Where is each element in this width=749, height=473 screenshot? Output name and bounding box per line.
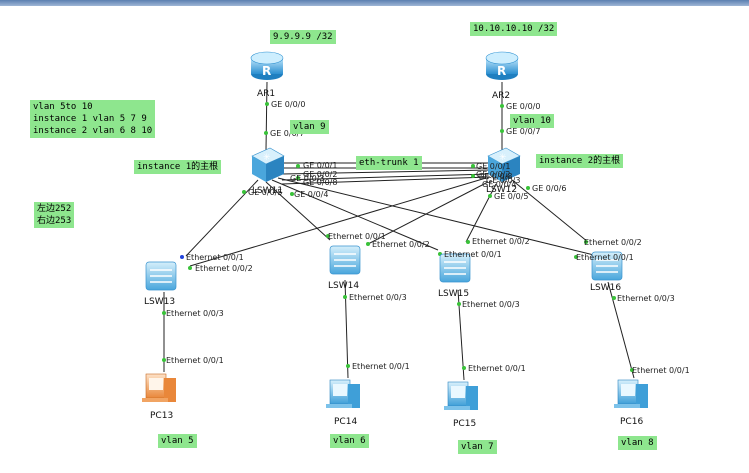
- router-ar1[interactable]: R: [250, 51, 284, 80]
- port-label: Ethernet 0/0/2: [472, 237, 530, 246]
- switch-icon: ✳: [263, 153, 271, 163]
- pc-pc16[interactable]: [614, 379, 648, 408]
- port-label: GE 0/0/7: [270, 129, 304, 138]
- port-label: GE 0/0/5: [248, 188, 282, 197]
- port-labels: GE 0/0/0 GE 0/0/7 GE 0/0/0 GE 0/0/7 GE 0…: [166, 100, 690, 375]
- port-label: GE 0/0/6: [532, 184, 566, 193]
- port-label: GE 0/0/3: [290, 174, 324, 183]
- port-label: Ethernet 0/0/1: [632, 366, 690, 375]
- port-label: GE 0/0/5: [494, 192, 528, 201]
- device-label-pc15: PC15: [453, 419, 476, 429]
- device-label-ar2: AR2: [492, 91, 510, 101]
- device-label-ar1: AR1: [257, 89, 275, 99]
- window-top-bar: [0, 0, 749, 6]
- port-label: Ethernet 0/0/1: [468, 364, 526, 373]
- port-label: Ethernet 0/0/1: [576, 253, 634, 262]
- port-label: Ethernet 0/0/2: [372, 240, 430, 249]
- note-left-right: 左边252 右边253: [34, 202, 75, 228]
- note-ip-ar1: 9.9.9.9 /32: [270, 30, 336, 44]
- note-vlan5: vlan 5: [158, 434, 197, 448]
- link-lsw12-lsw14: [367, 181, 489, 245]
- port-label: GE 0/0/4: [294, 190, 328, 199]
- link-lsw11-lsw15: [271, 179, 439, 251]
- pc-pc13[interactable]: [142, 373, 176, 402]
- router-ar2[interactable]: R: [485, 51, 519, 80]
- port-label: GE 0/0/1: [476, 162, 510, 171]
- switch-lsw13[interactable]: [145, 261, 177, 291]
- port-label: GE 0/0/7: [506, 127, 540, 136]
- note-vlan7: vlan 7: [458, 440, 497, 454]
- note-vlan10: vlan 10: [510, 114, 554, 128]
- port-label: GE 0/0/0: [271, 100, 305, 109]
- port-label: Ethernet 0/0/1: [186, 253, 244, 262]
- pc-pc14[interactable]: [326, 379, 360, 408]
- pc-pc15[interactable]: [444, 381, 478, 410]
- port-label: Ethernet 0/0/3: [166, 309, 224, 318]
- port-label: Ethernet 0/0/3: [349, 293, 407, 302]
- port-label: Ethernet 0/0/3: [462, 300, 520, 309]
- links: [163, 81, 635, 381]
- device-label-lsw11: LSW11: [252, 186, 283, 196]
- switch-lsw11[interactable]: ✳: [251, 147, 285, 182]
- port-dots: [162, 102, 634, 372]
- port-label: GE 0/0/2: [476, 170, 510, 179]
- device-label-lsw16: LSW16: [590, 283, 621, 293]
- router-icon: R: [262, 64, 271, 78]
- device-label-lsw15: LSW15: [438, 289, 469, 299]
- port-label: GE 0/0/3: [486, 176, 520, 185]
- link-lsw12-lsw13: [189, 177, 487, 267]
- link-lsw11-lsw16: [277, 177, 599, 257]
- link-lsw11-lsw12-c: [281, 169, 491, 175]
- port-label: Ethernet 0/0/1: [352, 362, 410, 371]
- switch-lsw16[interactable]: [591, 251, 623, 281]
- link-lsw14-pc14: [344, 279, 349, 379]
- link-lsw11-lsw12-d: [281, 173, 491, 181]
- device-label-pc16: PC16: [620, 417, 643, 427]
- note-instance1-root: instance 1的主根: [134, 160, 222, 174]
- note-vlan6: vlan 6: [330, 434, 369, 448]
- router-icon: R: [497, 64, 506, 78]
- note-eth-trunk: eth-trunk 1: [356, 156, 422, 170]
- link-lsw12-lsw16: [511, 179, 589, 243]
- link-lsw11-lsw13: [185, 179, 259, 257]
- note-instance2-root: instance 2的主根: [536, 154, 624, 168]
- note-vlan8: vlan 8: [618, 436, 657, 450]
- port-label: Ethernet 0/0/1: [328, 232, 386, 241]
- link-lsw11-lsw14: [265, 181, 331, 241]
- note-ip-ar2: 10.10.10.10 /32: [470, 22, 558, 36]
- port-label: GE 0/0/8: [303, 178, 337, 187]
- port-label: Ethernet 0/0/2: [584, 238, 642, 247]
- port-label: GE 0/0/1: [303, 161, 337, 170]
- port-label: Ethernet 0/0/1: [166, 356, 224, 365]
- switch-icon: ✳: [499, 153, 507, 163]
- port-label: Ethernet 0/0/3: [617, 294, 675, 303]
- device-label-pc14: PC14: [334, 417, 357, 427]
- switch-lsw14[interactable]: [329, 245, 361, 275]
- device-label-lsw13: LSW13: [144, 297, 175, 307]
- port-label: Ethernet 0/0/1: [444, 250, 502, 259]
- port-label: GE 0/0/0: [506, 102, 540, 111]
- port-label: GE 0/0/4: [482, 180, 516, 189]
- note-vlan9: vlan 9: [290, 120, 329, 134]
- port-label: GE 0/0/8: [478, 172, 512, 181]
- note-vlan-config: vlan 5to 10 instance 1 vlan 5 7 9 instan…: [30, 100, 156, 138]
- link-lsw11-lsw12-e: [281, 176, 491, 185]
- device-label-pc13: PC13: [150, 411, 173, 421]
- link-lsw12-lsw15: [465, 183, 497, 243]
- port-label: Ethernet 0/0/2: [195, 264, 253, 273]
- device-label-lsw12: LSW12: [486, 185, 517, 195]
- switch-lsw12[interactable]: ✳: [487, 147, 521, 182]
- switch-lsw15[interactable]: [439, 253, 471, 283]
- link-ar1-lsw11: [265, 81, 268, 151]
- device-label-lsw14: LSW14: [328, 281, 359, 291]
- port-label: GE 0/0/2: [303, 170, 337, 179]
